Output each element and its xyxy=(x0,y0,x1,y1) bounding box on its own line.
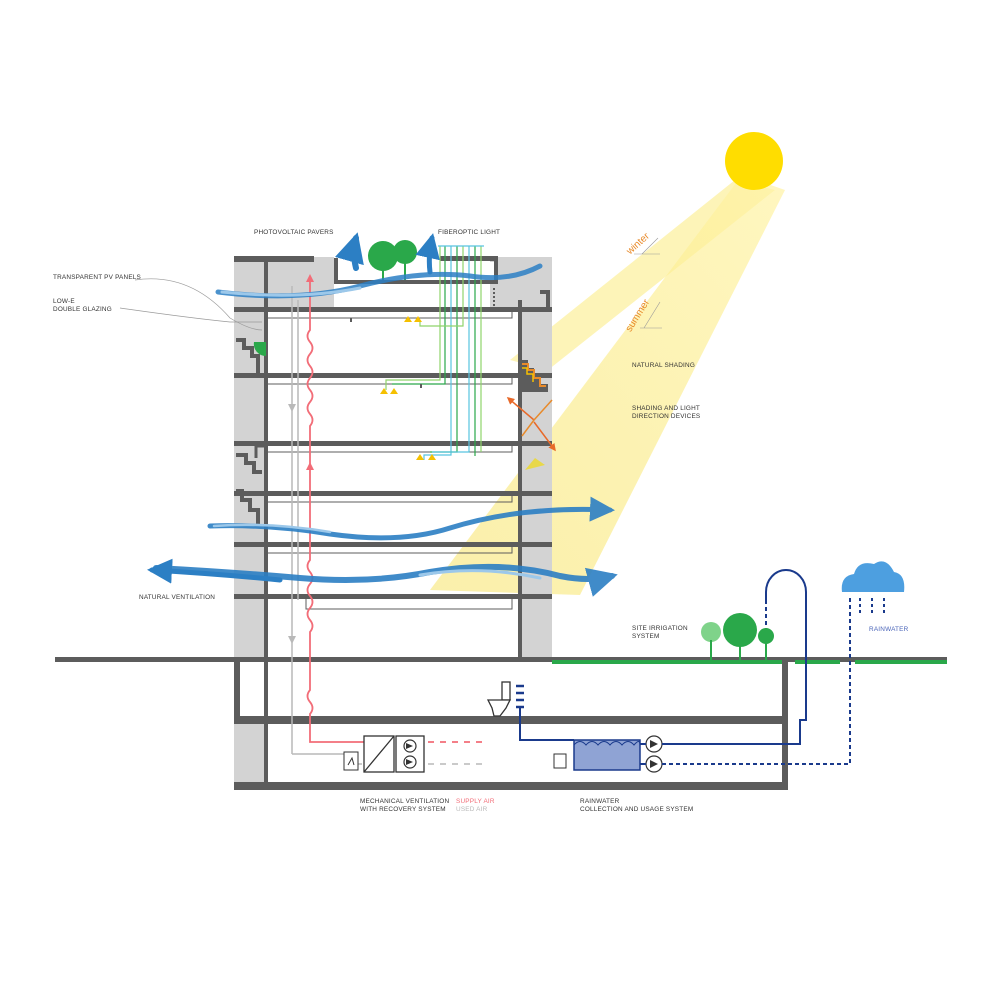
legend-used-air: USED AIR xyxy=(456,806,488,813)
setback-step-2 xyxy=(236,453,262,474)
green-ground-strip-2 xyxy=(855,660,947,664)
label-rain-collect-line-2: COLLECTION AND USAGE SYSTEM xyxy=(580,806,694,813)
airflow-roof-up-right xyxy=(415,233,440,275)
label-rain-collect-line-1: RAINWATER xyxy=(580,798,620,805)
label-natural-shading: NATURAL SHADING xyxy=(632,362,696,369)
rainwater-system xyxy=(519,569,851,773)
label-shading-light-devices: SHADING AND LIGHT DIRECTION DEVICES xyxy=(632,405,700,421)
heat-recovery-unit-icon xyxy=(343,735,425,773)
legend-supply-air: SUPPLY AIR xyxy=(456,798,495,805)
label-mechanical-ventilation: MECHANICAL VENTILATION WITH RECOVERY SYS… xyxy=(360,798,449,814)
light-fixtures xyxy=(380,316,436,460)
green-ground-strip-3 xyxy=(795,660,840,664)
rainwater-tank xyxy=(573,739,641,771)
label-natural-ventilation: NATURAL VENTILATION xyxy=(139,594,216,601)
site-trees xyxy=(701,613,774,660)
setback-step-3 xyxy=(236,489,260,524)
ground xyxy=(55,657,947,664)
floor-slab-5 xyxy=(234,542,552,547)
roof-right-corner xyxy=(540,290,550,307)
airflow-floor-4 xyxy=(207,496,615,541)
rain-cloud-icon xyxy=(841,561,905,616)
sunlight-beams xyxy=(430,175,785,595)
inner-column-left xyxy=(264,262,268,658)
label-mech-line-1: MECHANICAL VENTILATION xyxy=(360,798,450,805)
floor-slab-6 xyxy=(234,594,552,599)
natural-ventilation-flows xyxy=(147,232,618,597)
basement xyxy=(234,662,788,790)
sun-icon xyxy=(725,132,783,190)
label-mech-line-2: WITH RECOVERY SYSTEM xyxy=(360,806,446,813)
label-rainwater: RAINWATER xyxy=(869,626,909,633)
label-irrigation-line-1: SITE IRRIGATION xyxy=(632,625,688,632)
floor-slab-2 xyxy=(234,373,552,378)
shading-device-icon xyxy=(520,360,548,392)
roof-planter xyxy=(336,262,496,282)
balcony-planter-icon xyxy=(253,342,266,357)
airflow-ground xyxy=(153,563,618,597)
label-low-e-line-1: LOW-E xyxy=(53,298,75,305)
label-leader-lines xyxy=(119,278,263,331)
label-transparent-pv-panels: TRANSPARENT PV PANELS xyxy=(53,274,142,281)
left-wall xyxy=(234,257,268,659)
summer-sun-beam xyxy=(430,175,785,595)
label-rainwater-collection: RAINWATER COLLECTION AND USAGE SYSTEM xyxy=(580,798,693,814)
floor-slab-4 xyxy=(234,491,552,496)
label-fiberoptic-light: FIBEROPTIC LIGHT xyxy=(438,229,501,236)
roof-trees xyxy=(368,240,417,280)
setback-step-1 xyxy=(236,338,260,373)
setback-step-4 xyxy=(254,444,264,458)
filter-box xyxy=(553,753,567,769)
light-direction-devices xyxy=(506,397,556,470)
label-site-irrigation: SITE IRRIGATION SYSTEM xyxy=(632,625,688,641)
roof-planter-edge xyxy=(334,258,498,284)
label-shading-line-1: SHADING AND LIGHT xyxy=(632,405,701,412)
light-reflector xyxy=(525,458,545,470)
season-angle-markers xyxy=(634,237,662,329)
ground-line-left xyxy=(55,657,555,662)
ground-line-right xyxy=(782,657,947,662)
floor-slab-3 xyxy=(234,441,552,446)
green-ground-strip-1 xyxy=(552,660,782,664)
fiberoptic-cables xyxy=(385,245,484,460)
ceiling-mount-ticks xyxy=(350,318,422,388)
water-pipe-ticks xyxy=(516,684,524,709)
roof-slab xyxy=(234,256,314,262)
building-section xyxy=(234,256,552,659)
label-photovoltaic-pavers: PHOTOVOLTAIC PAVERS xyxy=(254,229,334,236)
label-low-e-glazing: LOW-E DOUBLE GLAZING xyxy=(53,298,112,314)
airflow-roof-up-left xyxy=(334,232,364,271)
roof-parapet-left xyxy=(234,257,334,307)
toilet-icon xyxy=(486,681,512,717)
label-air-legend: SUPPLY AIR USED AIR xyxy=(456,798,495,814)
floor-slab-1 xyxy=(234,307,552,312)
supply-air-duct xyxy=(306,274,488,743)
roof-parapet-right xyxy=(490,257,552,307)
label-shading-line-2: DIRECTION DEVICES xyxy=(632,413,701,420)
label-irrigation-line-2: SYSTEM xyxy=(632,633,660,640)
rainwater-pipe xyxy=(519,708,556,741)
irrigation-arch xyxy=(765,569,807,600)
ceiling-lines xyxy=(268,312,513,610)
label-low-e-line-2: DOUBLE GLAZING xyxy=(53,306,112,313)
